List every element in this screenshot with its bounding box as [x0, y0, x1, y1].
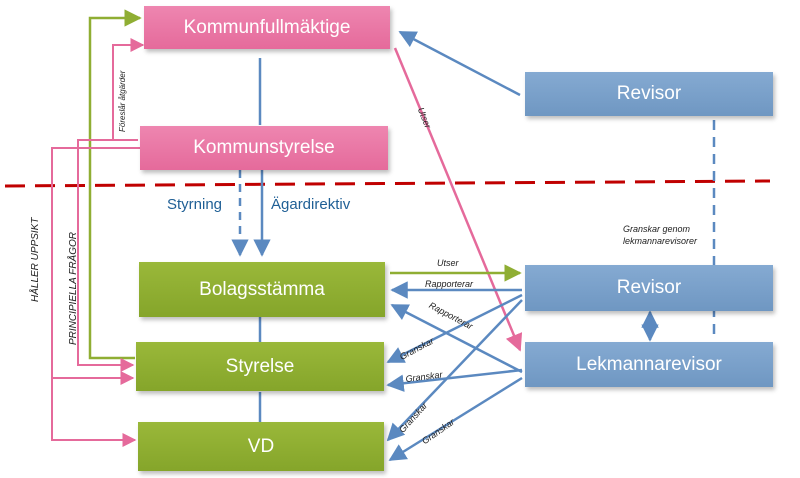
styrelse-label: Styrelse	[225, 355, 295, 377]
kommunfullmaktige-box: Kommunfullmäktige	[144, 6, 390, 49]
revisor-bottom-box: Revisor	[525, 265, 773, 311]
pink-ks-styrelse	[77, 139, 138, 372]
kommunstyrelse-label: Kommunstyrelse	[193, 137, 335, 158]
granskar-genom-label-2: lekmannarevisorer	[623, 236, 698, 246]
principiella-loop	[88, 9, 142, 360]
granskar-4	[388, 376, 523, 462]
granskar-3	[386, 299, 523, 442]
principiella-fragor-label: PRINCIPIELLA FRÅGOR	[68, 232, 79, 345]
revisor-top-box: Revisor	[525, 72, 773, 116]
styrelse-box: Styrelse	[136, 342, 384, 391]
agardirektiv-label: Ägardirektiv	[271, 196, 351, 213]
haller-uppsikt-label: HÅLLER UPPSIKT	[30, 217, 41, 302]
styrning-label: Styrning	[167, 196, 223, 213]
foreslar-label: Föreslår åtgärder	[118, 70, 127, 132]
vd-label: VD	[247, 435, 275, 457]
bolagsstamma-box: Bolagsstämma	[139, 262, 385, 317]
revisor-to-kf	[398, 30, 521, 97]
haller-uppsikt-loop	[51, 147, 140, 385]
vd-box: VD	[138, 422, 384, 471]
granskar-genom-label-1: Granskar genom	[623, 224, 691, 234]
bolagsstamma-label: Bolagsstämma	[199, 278, 325, 300]
rapporterar-label-1: Rapporterar	[425, 279, 474, 289]
kf-utser-lekmann	[393, 47, 523, 352]
kommunstyrelse-box: Kommunstyrelse	[140, 126, 388, 170]
granskar-2	[386, 368, 523, 392]
rapporterar-2	[390, 303, 523, 374]
granskar-1	[386, 293, 523, 364]
pink-to-vd	[51, 378, 137, 447]
lekmannarevisor-box: Lekmannarevisor	[525, 342, 773, 387]
utser-horizontal-label: Utser	[437, 258, 459, 268]
revisor-top-label: Revisor	[616, 83, 682, 104]
kommunfullmaktige-label: Kommunfullmäktige	[183, 16, 351, 38]
lekmannarevisor-label: Lekmannarevisor	[576, 353, 722, 375]
revisor-bottom-label: Revisor	[616, 277, 682, 298]
dashed-divider	[4, 179, 771, 188]
